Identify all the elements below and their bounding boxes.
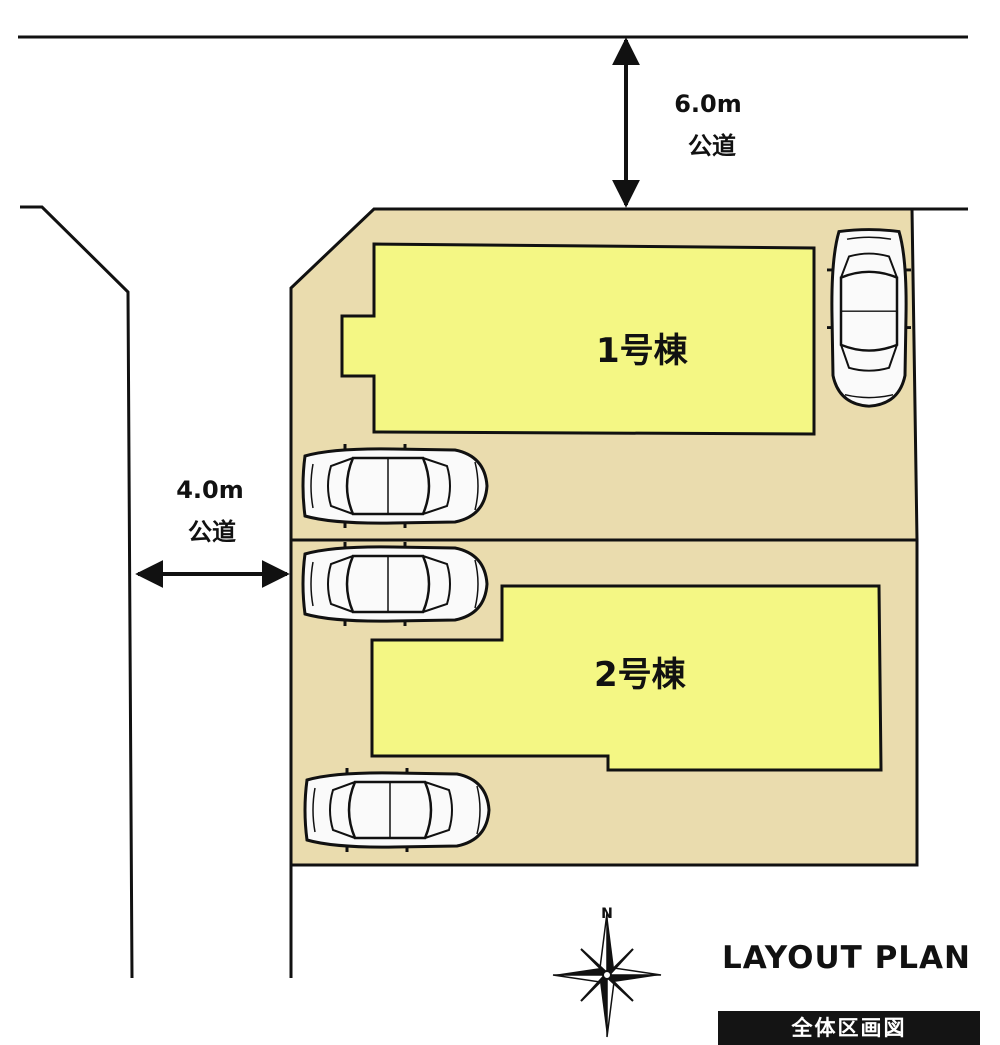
north-road-width: 6.0m [674, 90, 742, 118]
car-icon [825, 228, 913, 408]
building-2-label: 2号棟 [594, 655, 687, 695]
car-icon [301, 540, 489, 628]
layout-plan-title: LAYOUT PLAN [722, 940, 971, 976]
building-2-footprint [370, 584, 883, 772]
building-1-footprint [340, 242, 816, 436]
layout-plan-subtitle: 全体区画図 [718, 1011, 980, 1045]
compass-rose-icon [552, 912, 662, 1038]
north-road-type: 公道 [688, 132, 736, 160]
car-icon [301, 442, 489, 530]
road-edges [18, 35, 968, 979]
compass-north-label: N [601, 906, 613, 922]
west-road-width: 4.0m [176, 476, 244, 504]
west-road-type: 公道 [188, 518, 236, 546]
building-1-label: 1号棟 [596, 331, 689, 371]
car-icon [303, 766, 491, 854]
